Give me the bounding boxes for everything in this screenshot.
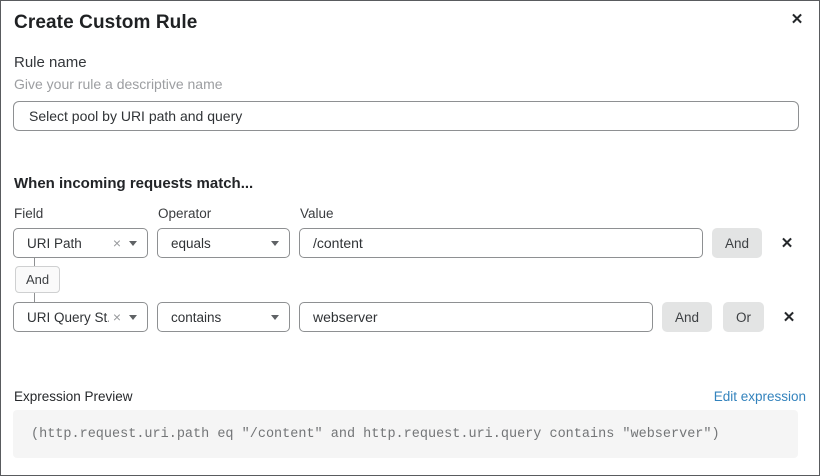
- rule-name-hint: Give your rule a descriptive name: [14, 76, 223, 92]
- chevron-down-icon: [129, 314, 137, 320]
- operator-select-2[interactable]: contains: [157, 302, 290, 332]
- condition-column-labels: Field Operator Value: [14, 206, 807, 221]
- operator-select-2-value: contains: [171, 309, 222, 325]
- condition-connector: And: [13, 258, 807, 302]
- dialog-title: Create Custom Rule: [14, 12, 198, 33]
- rule-name-label: Rule name: [14, 54, 87, 71]
- field-select-2-value: URI Query St...: [27, 309, 109, 325]
- rule-name-input[interactable]: [13, 101, 799, 131]
- close-icon[interactable]: ✕: [785, 7, 809, 31]
- field-select-1[interactable]: URI Path ×: [13, 228, 148, 258]
- condition-row-2: URI Query St... × contains And Or ✕: [13, 302, 807, 332]
- condition-row-1: URI Path × equals And ✕: [13, 228, 807, 258]
- operator-column-label: Operator: [158, 206, 212, 221]
- operator-select-1[interactable]: equals: [157, 228, 290, 258]
- field-column-label: Field: [14, 206, 44, 221]
- operator-select-1-value: equals: [171, 235, 211, 251]
- remove-condition-icon[interactable]: ✕: [780, 310, 798, 325]
- dialog-content: Create Custom Rule Rule name Give your r…: [1, 12, 819, 458]
- edit-expression-link[interactable]: Edit expression: [713, 389, 806, 404]
- clear-selection-icon[interactable]: ×: [112, 235, 121, 251]
- field-select-2[interactable]: URI Query St... ×: [13, 302, 148, 332]
- field-select-1-value: URI Path: [27, 235, 82, 251]
- match-section-heading: When incoming requests match...: [14, 175, 254, 192]
- expression-text: (http.request.uri.path eq "/content" and…: [31, 426, 720, 442]
- expression-preview-label: Expression Preview: [14, 389, 133, 404]
- value-input-2[interactable]: [299, 302, 653, 332]
- value-input-1[interactable]: [299, 228, 703, 258]
- and-button-row-2[interactable]: And: [662, 302, 713, 332]
- and-button-row-1[interactable]: And: [712, 228, 763, 258]
- expression-preview-code: (http.request.uri.path eq "/content" and…: [13, 410, 798, 458]
- or-button-row-2[interactable]: Or: [723, 302, 765, 332]
- connector-and-badge[interactable]: And: [15, 266, 61, 293]
- remove-condition-icon[interactable]: ✕: [778, 236, 796, 251]
- value-column-label: Value: [300, 206, 334, 221]
- chevron-down-icon: [271, 314, 279, 320]
- clear-selection-icon[interactable]: ×: [112, 309, 121, 325]
- chevron-down-icon: [129, 240, 137, 246]
- expression-preview-header: Expression Preview Edit expression: [14, 389, 806, 404]
- chevron-down-icon: [271, 240, 279, 246]
